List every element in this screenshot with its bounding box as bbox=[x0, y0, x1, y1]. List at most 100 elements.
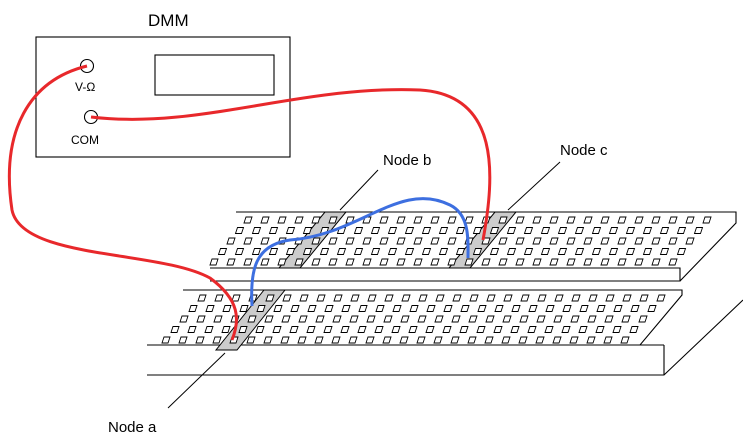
voltage-jack[interactable] bbox=[79, 58, 95, 74]
breadboard-hole bbox=[571, 294, 581, 302]
breadboard-hole bbox=[366, 315, 376, 323]
breadboard-hole bbox=[285, 248, 296, 255]
breadboard-hole bbox=[523, 227, 534, 234]
breadboard-hole bbox=[489, 227, 500, 234]
breadboard-hole bbox=[494, 305, 504, 312]
probe-wire-voltage[interactable] bbox=[7, 64, 239, 341]
breadboard-hole bbox=[285, 227, 296, 234]
breadboard-hole bbox=[417, 315, 427, 323]
jumper-wire[interactable] bbox=[250, 197, 470, 307]
node-a-leader bbox=[167, 352, 226, 409]
breadboard-hole bbox=[306, 326, 316, 333]
breadboard-hole bbox=[350, 294, 360, 302]
breadboard-hole bbox=[187, 326, 197, 333]
breadboard-hole bbox=[702, 216, 712, 224]
breadboard-hole bbox=[170, 326, 180, 333]
breadboard-hole bbox=[638, 315, 648, 323]
breadboard-hole bbox=[566, 216, 576, 224]
breadboard-hole bbox=[659, 227, 670, 234]
breadboard-hole bbox=[399, 336, 409, 344]
breadboard-hole bbox=[331, 336, 341, 344]
breadboard-hole bbox=[434, 315, 444, 323]
breadboard-hole bbox=[566, 237, 576, 245]
breadboard-hole bbox=[379, 216, 389, 224]
breadboard-hole bbox=[562, 305, 572, 312]
breadboard-hole bbox=[197, 294, 207, 302]
breadboard-hole bbox=[464, 258, 474, 266]
breadboard-hole bbox=[340, 326, 350, 333]
breadboard-hole bbox=[630, 305, 640, 312]
breadboard-hole bbox=[442, 326, 452, 333]
breadboard-hole bbox=[498, 216, 508, 224]
breadboard-hole bbox=[328, 216, 338, 224]
breadboard-hole bbox=[583, 258, 593, 266]
breadboard-hole bbox=[365, 336, 375, 344]
breadboard-hole bbox=[600, 258, 610, 266]
breadboard-hole bbox=[486, 294, 496, 302]
breadboard-hole bbox=[268, 248, 279, 255]
breadboard-hole bbox=[294, 216, 304, 224]
breadboard-hole bbox=[323, 326, 333, 333]
node-c-leader bbox=[507, 161, 561, 211]
breadboard-hole bbox=[527, 326, 537, 333]
breadboard-hole bbox=[179, 315, 189, 323]
meter-display bbox=[154, 54, 275, 96]
breadboard-hole bbox=[256, 305, 266, 312]
breadboard-hole bbox=[515, 216, 525, 224]
breadboard-hole bbox=[370, 227, 381, 234]
breadboard-hole bbox=[617, 237, 627, 245]
breadboard-hole bbox=[401, 294, 411, 302]
breadboard-hole bbox=[263, 336, 273, 344]
breadboard-hole bbox=[554, 294, 564, 302]
breadboard-hole bbox=[600, 237, 610, 245]
breadboard-hole bbox=[231, 294, 241, 302]
breadboard-hole bbox=[460, 305, 470, 312]
breadboard-hole bbox=[591, 227, 602, 234]
breadboard-hole bbox=[272, 326, 282, 333]
breadboard-hole bbox=[596, 305, 606, 312]
breadboard-hole bbox=[467, 336, 477, 344]
breadboard-hole bbox=[396, 258, 406, 266]
breadboard-hole bbox=[315, 315, 325, 323]
breadboard-hole bbox=[367, 294, 377, 302]
breadboard-hole bbox=[430, 216, 440, 224]
breadboard-hole bbox=[418, 294, 428, 302]
probe-wire-common[interactable] bbox=[90, 88, 492, 241]
breadboard-hole bbox=[622, 294, 632, 302]
breadboard-hole bbox=[656, 294, 666, 302]
breadboard-hole bbox=[421, 227, 432, 234]
breadboard-hole bbox=[647, 305, 657, 312]
breadboard-hole bbox=[621, 315, 631, 323]
breadboard-hole bbox=[324, 305, 334, 312]
breadboard-hole bbox=[433, 336, 443, 344]
breadboard-hole bbox=[226, 237, 236, 245]
breadboard-hole bbox=[629, 326, 639, 333]
node-b-label: Node b bbox=[383, 152, 431, 169]
breadboard-hole bbox=[282, 294, 292, 302]
breadboard-hole bbox=[625, 248, 636, 255]
breadboard-hole bbox=[520, 294, 530, 302]
breadboard-hole bbox=[396, 216, 406, 224]
breadboard-hole bbox=[536, 315, 546, 323]
breadboard-hole bbox=[409, 305, 419, 312]
breadboard-hole bbox=[243, 216, 253, 224]
breadboard-hole bbox=[438, 248, 449, 255]
breadboard-hole bbox=[302, 248, 313, 255]
breadboard-channel bbox=[210, 267, 681, 282]
breadboard-hole bbox=[307, 305, 317, 312]
breadboard-hole bbox=[391, 326, 401, 333]
breadboard-hole bbox=[651, 258, 661, 266]
breadboard-hole bbox=[588, 294, 598, 302]
breadboard-hole bbox=[617, 216, 627, 224]
breadboard-hole bbox=[459, 326, 469, 333]
breadboard-hole bbox=[384, 294, 394, 302]
breadboard-hole bbox=[693, 227, 704, 234]
breadboard-hole bbox=[328, 237, 338, 245]
breadboard-hole bbox=[519, 315, 529, 323]
breadboard-hole bbox=[549, 258, 559, 266]
breadboard-hole bbox=[379, 237, 389, 245]
breadboard-hole bbox=[603, 336, 613, 344]
breadboard-hole bbox=[552, 336, 562, 344]
breadboard-hole bbox=[549, 237, 559, 245]
